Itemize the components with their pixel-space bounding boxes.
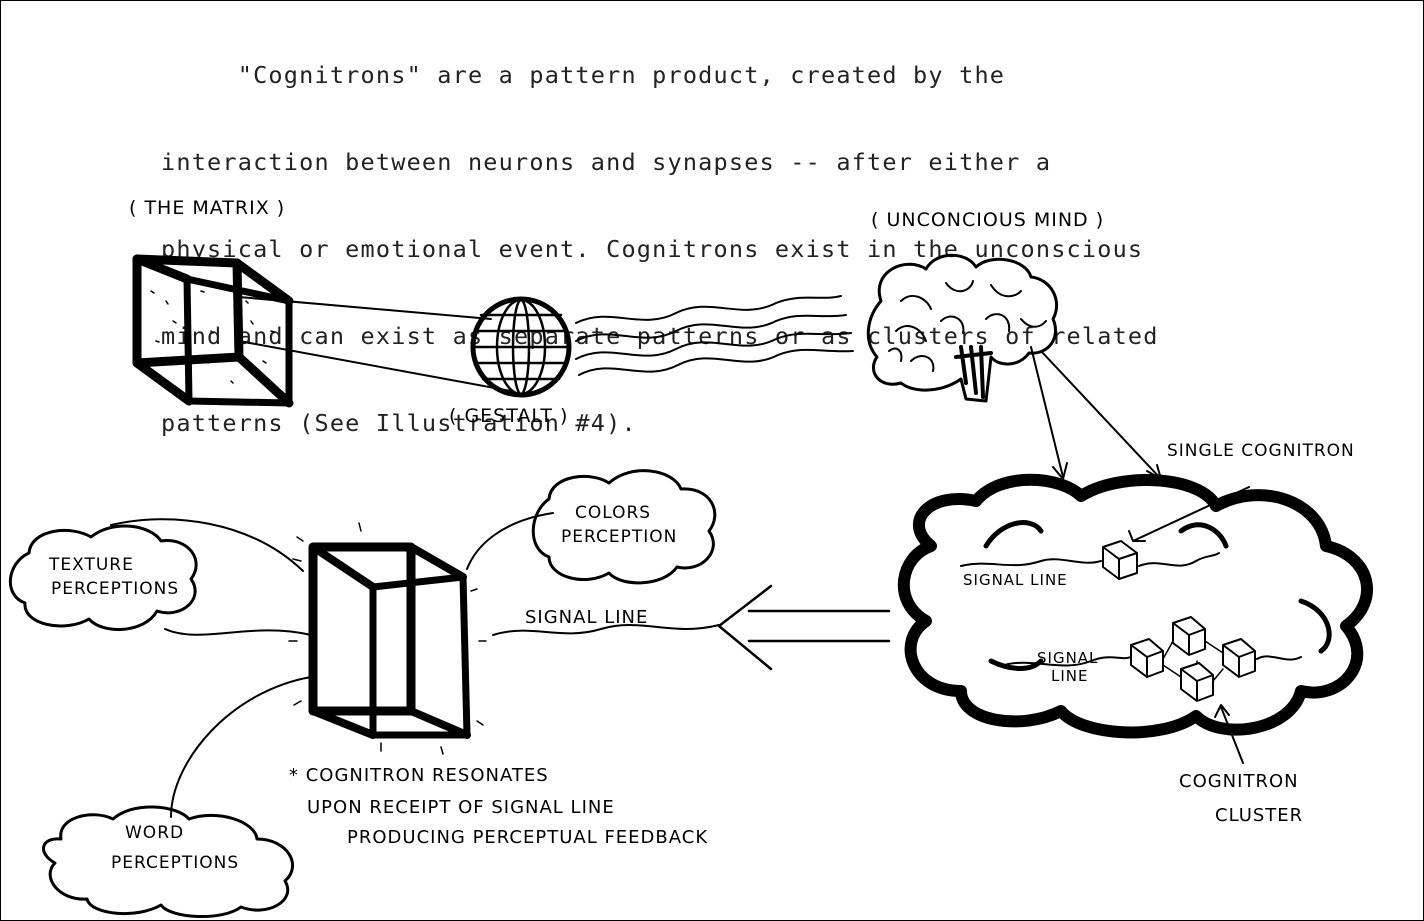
colors-perception-cloud xyxy=(531,469,717,585)
cluster-label: CLUSTER xyxy=(1215,805,1304,826)
gestalt-label: ( GESTALT ) xyxy=(449,405,569,427)
unconscious-mind-label: ( UNCONCIOUS MIND ) xyxy=(871,209,1105,231)
texture-perceptions-cloud xyxy=(8,524,198,631)
intro-paragraph: "Cognitrons" are a pattern product, crea… xyxy=(161,3,1381,496)
colors-label: COLORS xyxy=(575,503,652,523)
wave-line xyxy=(575,332,852,360)
matrix-to-gestalt-line-lower xyxy=(238,340,512,392)
pointer-line xyxy=(1220,706,1244,764)
note-line-1: * COGNITRON RESONATES xyxy=(289,765,549,786)
note-line-3: PRODUCING PERCEPTUAL FEEDBACK xyxy=(347,827,709,848)
paragraph-line: mind and can exist as separate patterns … xyxy=(161,322,1159,350)
signal-line-main-label: SIGNAL LINE xyxy=(525,607,649,628)
brain-illustration xyxy=(866,253,1059,403)
word-perceptions-cloud xyxy=(42,805,295,918)
arrow-to-cluster xyxy=(1040,350,1162,480)
matrix-to-gestalt-line-upper xyxy=(238,296,492,320)
texture-label: TEXTURE xyxy=(49,555,134,575)
paragraph-line: patterns (See Illustration #4). xyxy=(161,409,637,437)
resonating-cognitron xyxy=(288,522,487,755)
cognitron-label: COGNITRON xyxy=(1179,771,1299,792)
connector-line xyxy=(170,676,312,818)
signal-line-wave xyxy=(1000,656,1132,667)
arrow-to-cluster xyxy=(1030,346,1064,478)
wave-line xyxy=(575,314,847,342)
wave-line xyxy=(575,295,842,324)
paragraph-line: "Cognitrons" are a pattern product, crea… xyxy=(161,61,1006,89)
matrix-cube xyxy=(132,254,294,408)
gestalt-globe xyxy=(470,296,572,398)
paragraph-line: interaction between neurons and synapses… xyxy=(161,148,1052,176)
matrix-label: ( THE MATRIX ) xyxy=(129,197,286,219)
single-cognitron-cube xyxy=(1102,540,1138,580)
texture-perceptions-label: PERCEPTIONS xyxy=(51,579,180,599)
signal-line-wave xyxy=(492,624,720,636)
single-cognitron-label: SINGLE COGNITRON xyxy=(1167,441,1355,461)
connector-line xyxy=(110,518,304,572)
connector-line xyxy=(466,512,554,570)
cognitron-cluster xyxy=(1130,616,1256,702)
signal-label: SIGNAL xyxy=(1037,649,1099,667)
unconscious-cloud xyxy=(897,473,1374,739)
pointer-line xyxy=(1132,486,1250,542)
signal-line-wave xyxy=(1138,552,1220,567)
signal-line-wave xyxy=(960,558,1102,567)
perception-label: PERCEPTION xyxy=(561,527,678,547)
line-label: LINE xyxy=(1051,667,1089,685)
signal-line-label: SIGNAL LINE xyxy=(963,571,1068,589)
wave-line xyxy=(578,348,854,376)
connector-line xyxy=(164,628,312,636)
signal-arrow xyxy=(717,584,891,671)
note-line-2: UPON RECEIPT OF SIGNAL LINE xyxy=(307,797,615,818)
paragraph-line: physical or emotional event. Cognitrons … xyxy=(161,235,1144,263)
word-label: WORD xyxy=(125,823,185,843)
word-perceptions-label: PERCEPTIONS xyxy=(111,853,240,873)
signal-line-wave xyxy=(1256,655,1302,661)
